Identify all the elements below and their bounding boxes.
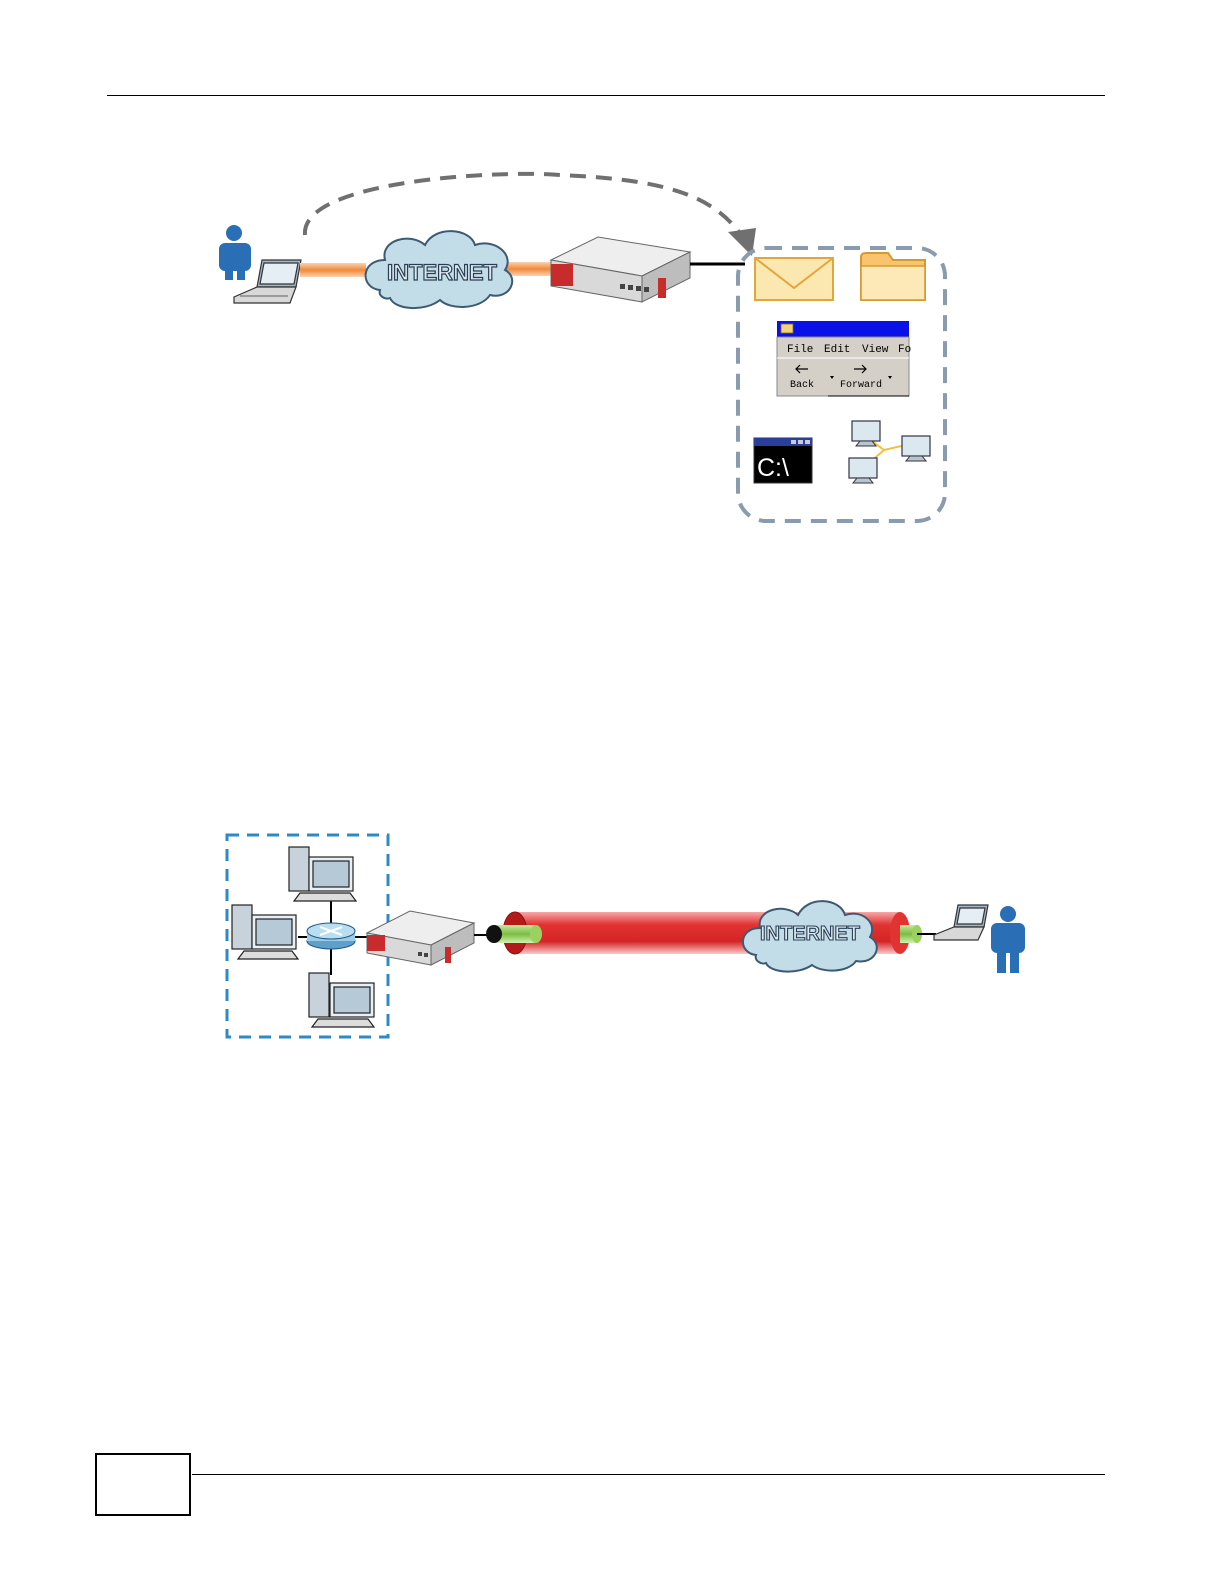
menu-more: Fo	[898, 344, 911, 356]
page-number-box	[95, 1453, 191, 1516]
desktop-computer-icon-top	[289, 847, 356, 901]
internet-cloud: INTERNET	[366, 231, 513, 308]
command-console-icon: C:\	[754, 438, 812, 483]
folder-icon	[861, 253, 925, 300]
vpn-tunnel-diagram: INTERNET	[0, 825, 1224, 1055]
dashed-arrow	[305, 174, 748, 245]
footer-rule	[192, 1474, 1105, 1475]
email-icon	[755, 258, 833, 300]
menu-file: File	[787, 344, 813, 356]
cloud-label: INTERNET	[760, 923, 860, 945]
gateway-device-icon	[367, 911, 474, 965]
laptop-icon	[934, 905, 988, 940]
internet-cloud: INTERNET	[743, 901, 877, 971]
desktop-computer-icon-bottom	[309, 973, 374, 1027]
console-prompt: C:\	[757, 454, 789, 482]
forward-label: Forward	[840, 379, 882, 391]
menu-edit: Edit	[824, 344, 850, 356]
link-laptop-cloud	[300, 263, 366, 277]
user-icon	[991, 906, 1025, 973]
link-cloud-gateway	[505, 262, 553, 276]
user-icon	[219, 225, 251, 280]
header-rule	[107, 95, 1105, 96]
network-computers-icon	[849, 421, 930, 483]
file-browser-window-icon: File Edit View Fo Back Forward	[777, 321, 911, 396]
switch-icon	[307, 923, 355, 949]
back-label: Back	[790, 379, 814, 391]
cloud-label: INTERNET	[387, 260, 498, 285]
menu-view: View	[862, 344, 889, 356]
desktop-computer-icon-left	[232, 905, 298, 959]
gateway-device-icon	[551, 237, 690, 302]
remote-access-diagram: INTERNET File Edit View Fo Back	[0, 160, 1224, 540]
